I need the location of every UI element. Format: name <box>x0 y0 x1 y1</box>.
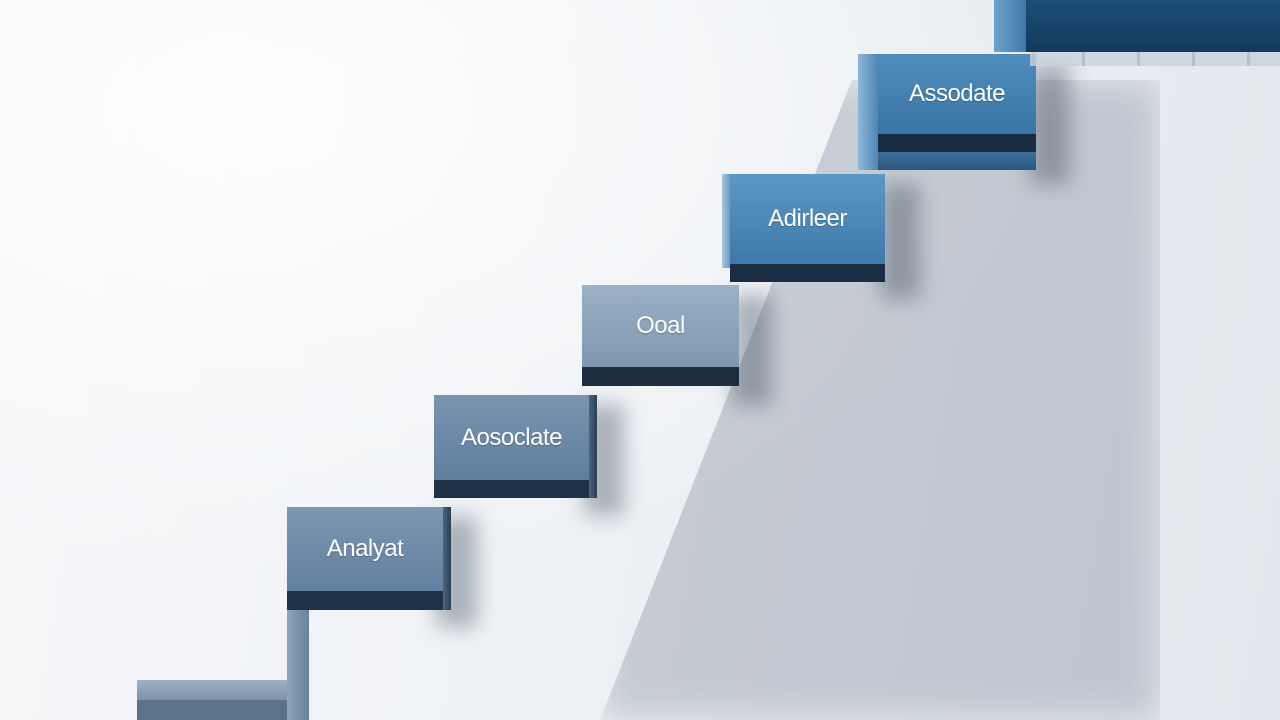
step-5: Assodate <box>858 54 1070 184</box>
bottom-step-base <box>137 700 287 720</box>
step-3-label: Ooal <box>636 312 685 339</box>
step-4-face: Adirleer <box>730 174 885 264</box>
step-5-base <box>878 134 1036 152</box>
top-ledge <box>994 0 1280 52</box>
bottom-step <box>137 610 317 720</box>
step-3-face: Ooal <box>582 285 739 367</box>
step-1-base <box>287 591 443 610</box>
bottom-step-face <box>137 680 287 700</box>
step-4-shadow <box>880 184 920 299</box>
step-1-side <box>443 507 451 610</box>
step-2-base <box>434 480 589 498</box>
step-3: Ooal <box>582 285 772 405</box>
step-5-shadow <box>1030 64 1070 184</box>
step-1-label: Analyat <box>326 535 404 562</box>
step-1: Analyat <box>287 507 477 627</box>
step-3-base <box>582 367 739 386</box>
step-1-face: Analyat <box>287 507 443 591</box>
step-2-face: Aosoclate <box>434 395 589 480</box>
top-ledge-side <box>994 0 1026 52</box>
step-5-lower <box>878 152 1036 170</box>
step-4-side <box>722 174 730 268</box>
step-2-label: Aosoclate <box>461 423 562 451</box>
step-5-label: Assodate <box>908 80 1006 107</box>
bottom-step-side <box>287 610 309 720</box>
step-4-label: Adirleer <box>768 205 847 232</box>
step-5-face: Assodate <box>878 54 1036 134</box>
step-2-side <box>589 395 597 498</box>
step-5-side <box>858 54 878 170</box>
step-4: Adirleer <box>722 174 920 299</box>
step-2: Aosoclate <box>434 395 624 515</box>
step-4-base <box>730 264 885 282</box>
top-ledge-rail <box>1030 52 1280 66</box>
